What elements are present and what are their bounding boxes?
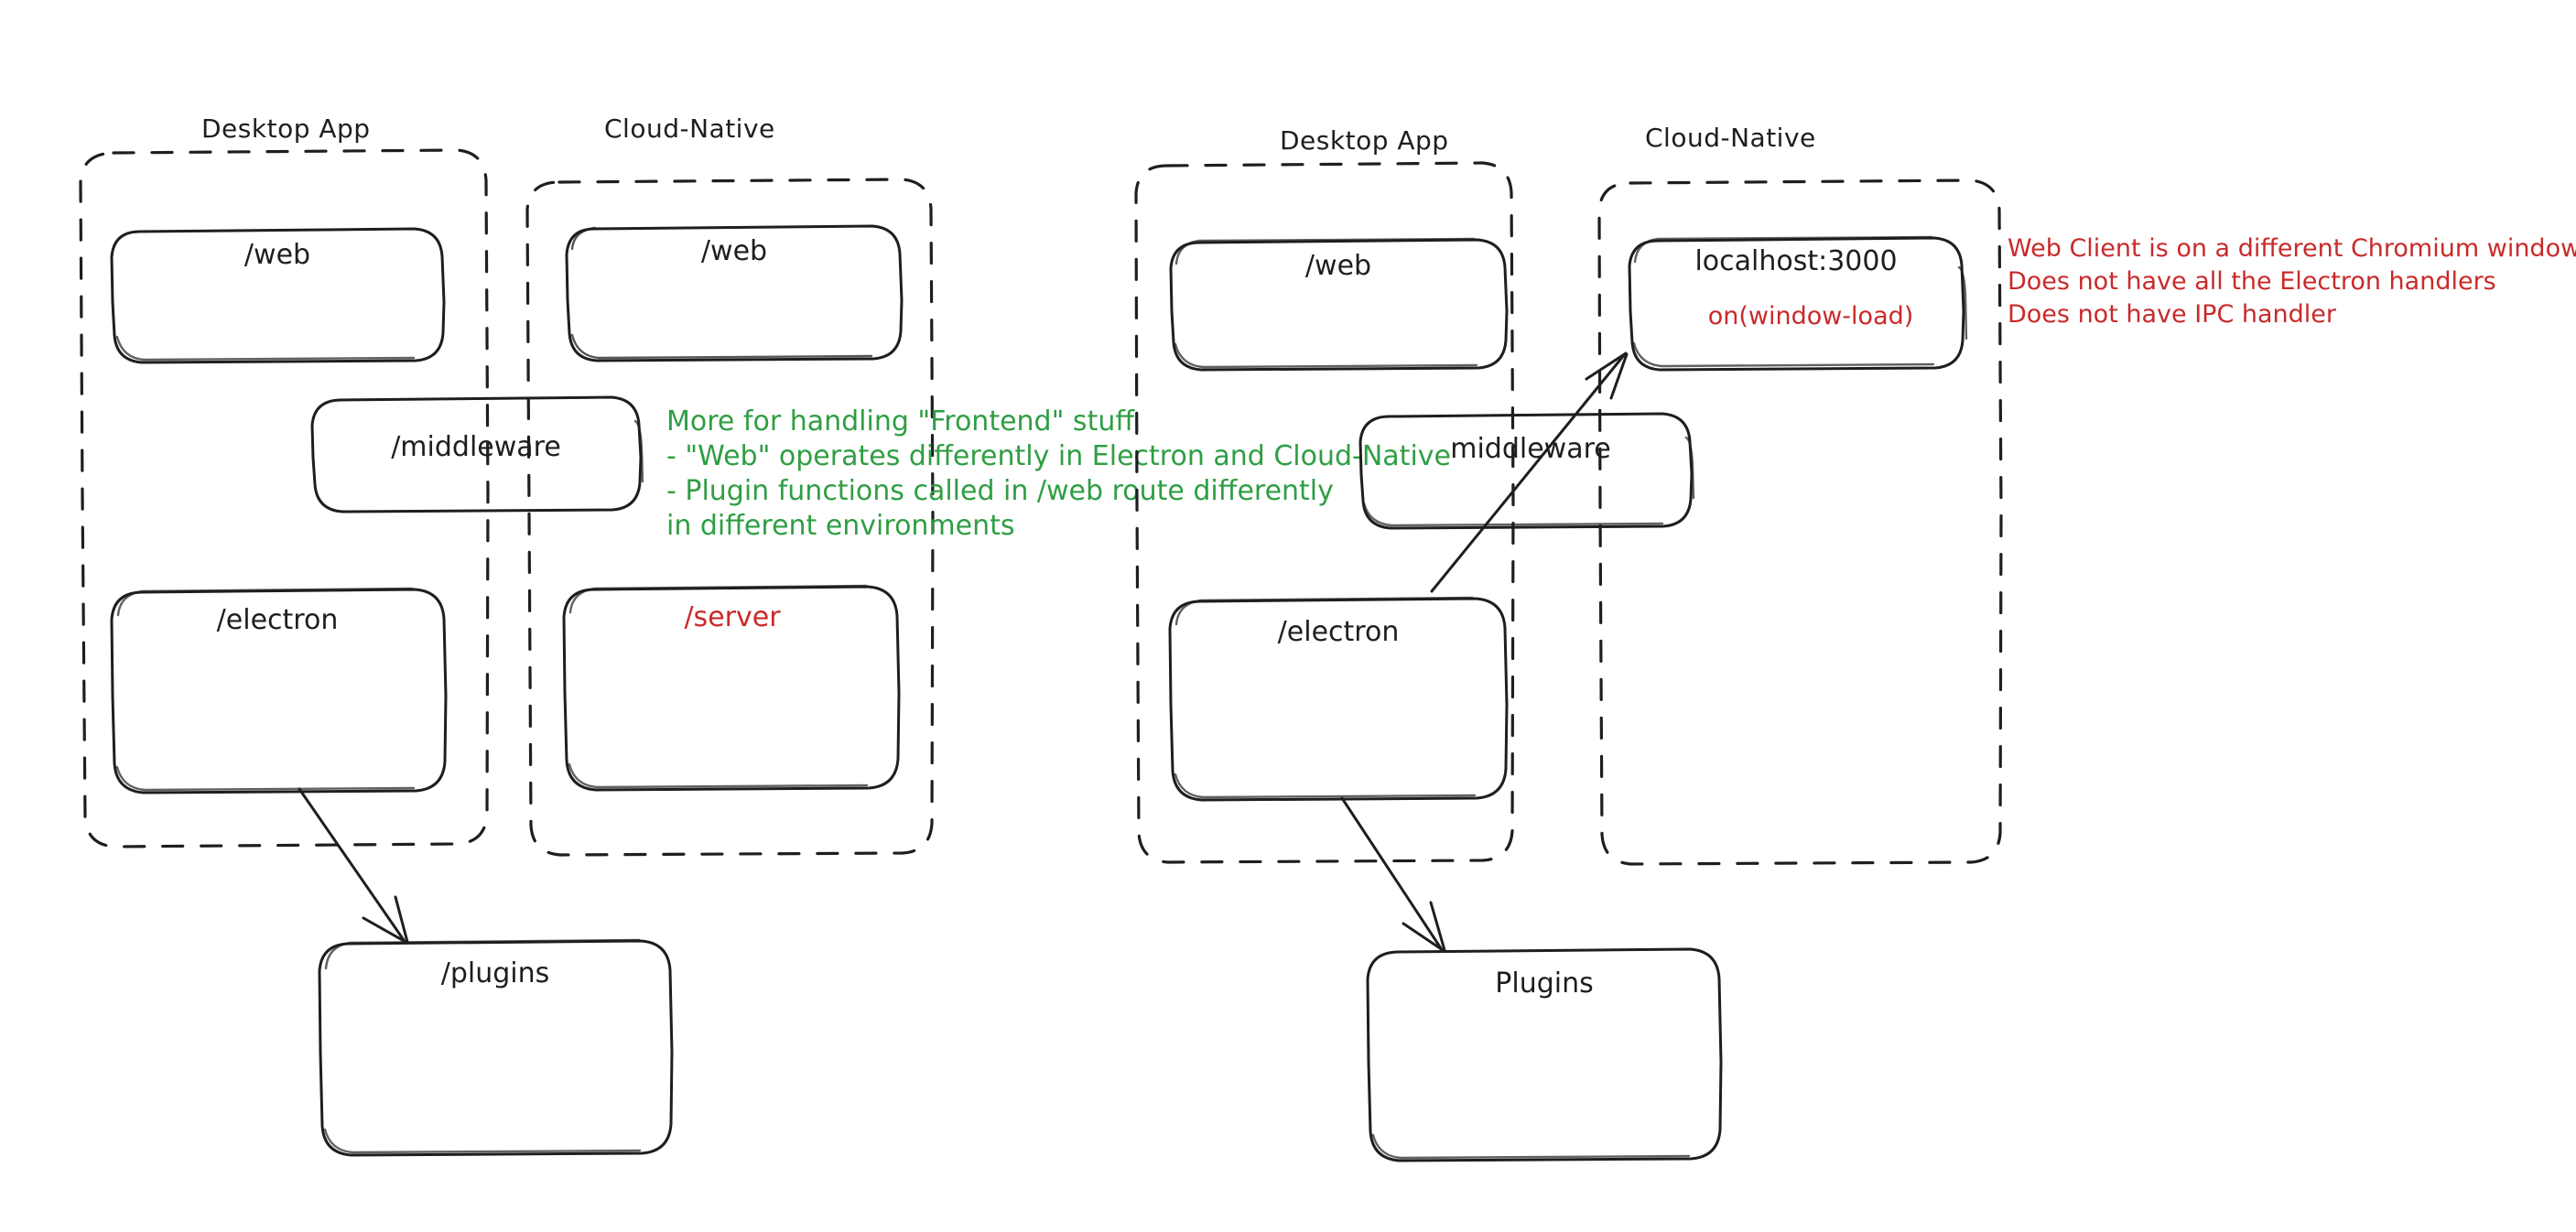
group-container-left-cloud (525, 178, 935, 857)
node-right-electron[interactable]: /electron (1168, 596, 1509, 802)
node-label-right-electron: /electron (1278, 616, 1400, 648)
node-right-desktop-web[interactable]: /web (1169, 237, 1509, 372)
node-right-middleware[interactable]: middleware (1358, 412, 1695, 530)
node-left-plugins[interactable]: /plugins (318, 938, 674, 1157)
node-left-middleware[interactable]: /middleware (310, 395, 644, 513)
annotation-green-line-4: in different environments (666, 510, 1015, 542)
annotation-red-line-2: Does not have all the Electron handlers (2008, 267, 2496, 296)
node-sublabel-right-localhost: on(window-load) (1708, 302, 1914, 330)
group-container-right-cloud (1597, 178, 2003, 866)
node-left-electron[interactable]: /electron (110, 587, 448, 794)
node-left-server[interactable]: /server (562, 584, 901, 792)
annotation-red-line-1: Web Client is on a different Chromium wi… (2008, 234, 2576, 263)
annotation-green-line-1: More for handling "Frontend" stuff (666, 405, 1135, 438)
node-label-left-middleware: /middleware (391, 431, 561, 463)
group-container-right-desktop (1134, 161, 1515, 864)
node-label-right-middleware: middleware (1450, 433, 1611, 465)
annotation-red-line-3: Does not have IPC handler (2008, 300, 2337, 329)
node-label-left-server: /server (684, 601, 781, 633)
arrow-left-electron-to-plugins (298, 787, 409, 944)
arrow-right-electron-to-localhost (1430, 351, 1629, 593)
arrow-right-electron-to-plugins (1340, 796, 1446, 952)
node-label-right-desktop-web: /web (1305, 250, 1371, 282)
node-label-right-plugins: Plugins (1495, 967, 1593, 1000)
group-label-left-cloud: Cloud-Native (604, 113, 775, 144)
annotation-green-line-2: - "Web" operates differently in Electron… (666, 440, 1451, 472)
node-label-left-plugins: /plugins (441, 957, 550, 989)
annotation-red-right: Web Client is on a different Chromium wi… (2008, 234, 2576, 329)
group-label-right-cloud: Cloud-Native (1645, 123, 1816, 153)
node-right-plugins[interactable]: Plugins (1366, 947, 1723, 1162)
node-label-left-electron: /electron (217, 604, 339, 636)
node-label-right-localhost: localhost:3000 (1694, 245, 1897, 277)
annotation-green-left: More for handling "Frontend" stuff - "We… (666, 405, 1451, 542)
group-label-right-desktop: Desktop App (1280, 125, 1449, 156)
node-right-localhost[interactable]: localhost:3000 on(window-load) (1628, 235, 1968, 372)
node-label-left-desktop-web: /web (244, 239, 310, 271)
node-label-left-cloud-web: /web (701, 235, 767, 267)
node-left-desktop-web[interactable]: /web (110, 227, 446, 364)
node-left-cloud-web[interactable]: /web (565, 224, 904, 362)
group-label-left-desktop: Desktop App (201, 113, 371, 144)
annotation-green-line-3: - Plugin functions called in /web route … (666, 475, 1334, 507)
